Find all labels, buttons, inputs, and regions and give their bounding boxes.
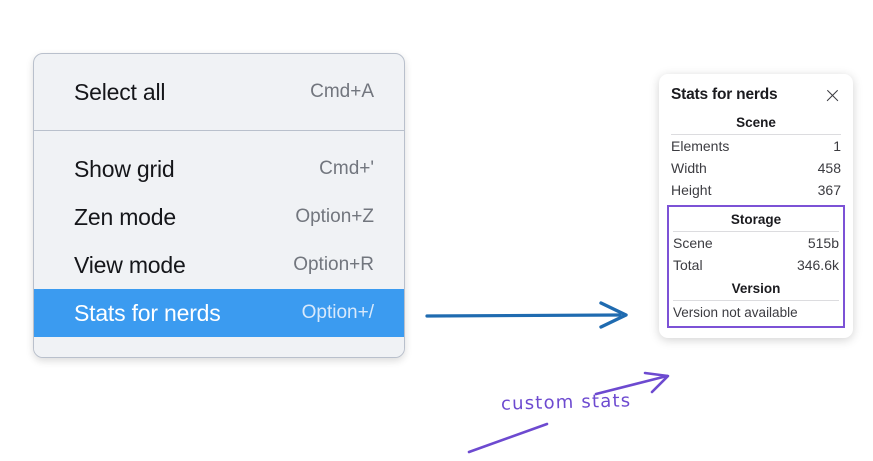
- custom-stats-annotation-label: custom stats: [500, 390, 632, 415]
- stat-row-height: Height 367: [667, 179, 845, 201]
- menu-bottom-padding: [34, 337, 404, 357]
- stats-panel-title: Stats for nerds: [671, 86, 778, 103]
- menu-item-zen-mode[interactable]: Zen mode Option+Z: [34, 193, 404, 241]
- stat-value: 458: [817, 160, 841, 176]
- menu-item-label: Show grid: [74, 155, 175, 182]
- stat-label: Height: [671, 182, 712, 198]
- stat-value: 1: [833, 138, 841, 154]
- menu-divider: [34, 130, 404, 131]
- version-divider: [673, 300, 839, 301]
- blue-arrow-annotation: [425, 301, 628, 329]
- purple-underline-stroke: [467, 422, 549, 454]
- menu-item-label: Stats for nerds: [74, 299, 221, 326]
- stat-label: Total: [673, 257, 703, 273]
- close-icon[interactable]: [824, 87, 841, 104]
- menu-item-view-mode[interactable]: View mode Option+R: [34, 241, 404, 289]
- storage-section-heading: Storage: [730, 212, 782, 227]
- menu-section-bottom: Show grid Cmd+' Zen mode Option+Z View m…: [34, 131, 404, 337]
- menu-item-shortcut: Option+Z: [295, 206, 374, 227]
- menu-item-select-all[interactable]: Select all Cmd+A: [34, 68, 404, 116]
- version-not-available-text: Version not available: [673, 305, 798, 320]
- version-section-heading: Version: [731, 281, 781, 296]
- menu-section-top: Select all Cmd+A: [34, 54, 404, 130]
- stat-label: Scene: [673, 235, 713, 251]
- stat-row-storage-total: Total 346.6k: [669, 254, 843, 276]
- menu-item-label: Select all: [74, 78, 166, 105]
- context-menu[interactable]: Select all Cmd+A Show grid Cmd+' Zen mod…: [33, 53, 405, 358]
- menu-item-show-grid[interactable]: Show grid Cmd+': [34, 145, 404, 193]
- stat-row-elements: Elements 1: [667, 135, 845, 157]
- menu-item-shortcut: Option+R: [293, 254, 374, 275]
- custom-stats-highlight-box: Storage Scene 515b Total 346.6k Version …: [667, 205, 845, 328]
- stat-value: 346.6k: [796, 257, 839, 273]
- stat-value: 515b: [807, 235, 839, 251]
- menu-item-label: View mode: [74, 251, 186, 278]
- stat-row-storage-scene: Scene 515b: [669, 232, 843, 254]
- stats-panel-header: Stats for nerds: [667, 84, 845, 110]
- menu-item-stats-for-nerds[interactable]: Stats for nerds Option+/: [34, 289, 404, 337]
- storage-divider: [673, 231, 839, 232]
- scene-section-heading: Scene: [736, 115, 776, 130]
- stat-label: Width: [671, 160, 707, 176]
- menu-item-label: Zen mode: [74, 203, 176, 230]
- menu-item-shortcut: Cmd+A: [310, 81, 374, 102]
- stat-row-width: Width 458: [667, 157, 845, 179]
- menu-item-shortcut: Cmd+': [319, 158, 374, 179]
- stats-panel: Stats for nerds Scene Elements 1 Width 4…: [659, 74, 853, 338]
- stat-value: 367: [817, 182, 841, 198]
- scene-divider: [671, 134, 841, 135]
- menu-item-shortcut: Option+/: [301, 302, 374, 323]
- stat-label: Elements: [671, 138, 730, 154]
